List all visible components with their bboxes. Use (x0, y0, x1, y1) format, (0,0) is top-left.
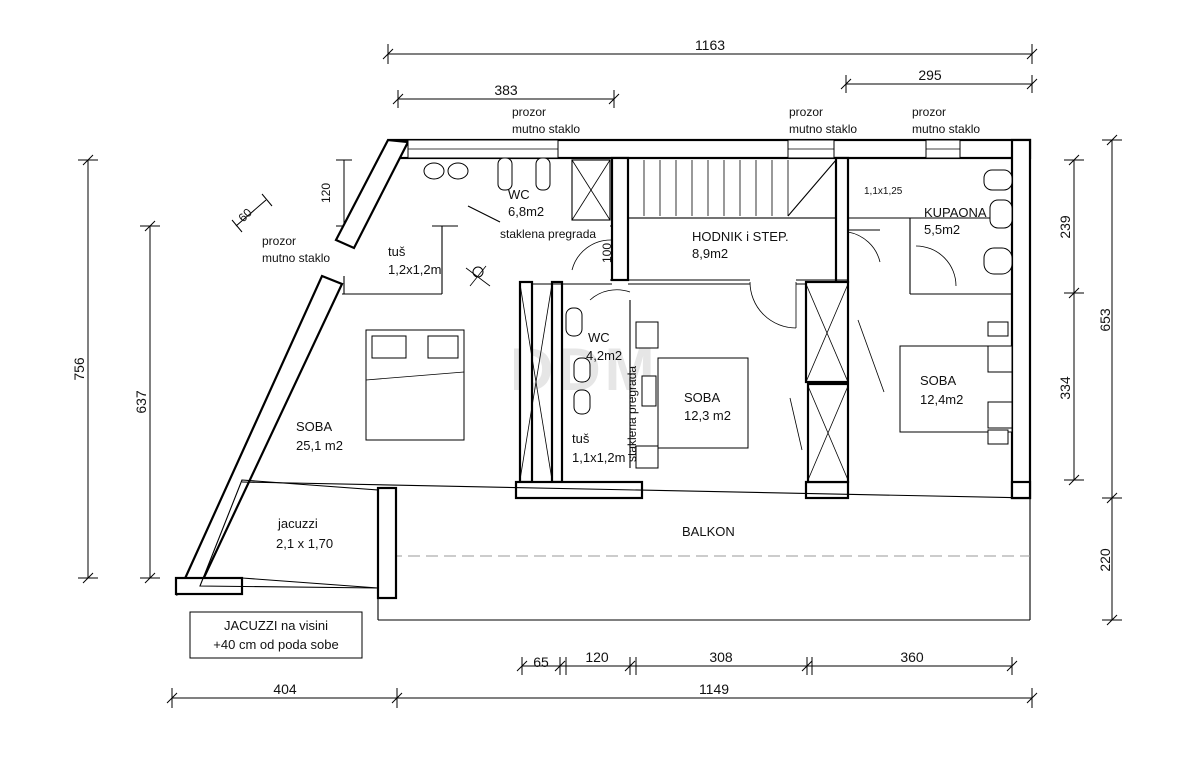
dim-top-left: 383 (494, 82, 518, 98)
window-label-wc1: prozor (512, 105, 546, 119)
room-wc1-glass: staklena pregrada (500, 227, 596, 241)
room-wc1-name: WC (508, 187, 530, 202)
window-labels: prozor mutno staklo prozor mutno staklo … (262, 105, 980, 265)
room-soba-right-area: 12,4m2 (920, 392, 963, 407)
room-wc1-area: 6,8m2 (508, 204, 544, 219)
walls (174, 138, 1032, 596)
dim-seg-120: 120 (585, 649, 609, 665)
room-wc2-name: WC (588, 330, 610, 345)
dim-seg-308: 308 (709, 649, 733, 665)
room-soba-mid-area: 12,3 m2 (684, 408, 731, 423)
dim-seg-65: 65 (533, 654, 549, 670)
dim-right-outer: 653 (1097, 308, 1113, 332)
jacuzzi-note: JACUZZI na visini +40 cm od poda sobe (189, 611, 363, 659)
dim-right-lower: 334 (1057, 376, 1073, 400)
dim-wall-100: 100 (600, 243, 614, 263)
window-label-wc1-glass: mutno staklo (512, 122, 580, 136)
room-tus2-size: 1,1x1,2m (572, 450, 625, 465)
room-tus1-name: tuš (388, 244, 406, 259)
room-balkon-name: BALKON (682, 524, 735, 539)
room-hodnik-area: 8,9m2 (692, 246, 728, 261)
dimension-lines (78, 44, 1122, 708)
dim-bottom-left: 404 (273, 681, 297, 697)
fixtures (343, 157, 1013, 481)
room-soba-mid-name: SOBA (684, 390, 720, 405)
dim-right-balcony: 220 (1097, 548, 1113, 572)
room-soba-big-name: SOBA (296, 419, 332, 434)
room-soba-right-name: SOBA (920, 373, 956, 388)
window-label-bath-glass: mutno staklo (912, 122, 980, 136)
dim-left-outer: 756 (71, 357, 87, 381)
room-labels: WC 6,8m2 staklena pregrada tuš 1,2x1,2m … (276, 186, 987, 551)
window-label-stair-glass: mutno staklo (789, 122, 857, 136)
note-line-2: +40 cm od poda sobe (213, 637, 338, 652)
dim-wall-60: 60 (235, 205, 255, 225)
window-label-stair: prozor (789, 105, 823, 119)
jacuzzi (199, 479, 379, 589)
window-label-bath: prozor (912, 105, 946, 119)
window-label-left-glass: mutno staklo (262, 251, 330, 265)
dim-seg-360: 360 (900, 649, 924, 665)
room-jacuzzi-size: 2,1 x 1,70 (276, 536, 333, 551)
room-wc2-glass: staklena pregrada (625, 366, 639, 462)
dimension-labels: 1163 383 295 756 637 120 60 653 239 334 … (71, 37, 1113, 697)
room-hodnik-name: HODNIK i STEP. (692, 229, 789, 244)
dim-wall-120: 120 (319, 183, 333, 203)
room-tus1-size: 1,2x1,2m (388, 262, 441, 277)
dim-bottom-total: 1149 (699, 681, 729, 697)
room-soba-big-area: 25,1 m2 (296, 438, 343, 453)
window-label-left: prozor (262, 234, 296, 248)
dim-right-upper: 239 (1057, 215, 1073, 239)
balcony (241, 481, 1031, 621)
room-tus2-name: tuš (572, 431, 590, 446)
room-kupaona-area: 5,5m2 (924, 222, 960, 237)
dim-left-inner: 637 (133, 390, 149, 414)
room-wc2-area: 4,2m2 (586, 348, 622, 363)
room-jacuzzi-name: jacuzzi (277, 516, 318, 531)
room-storage-size: 1,1x1,25 (864, 186, 903, 197)
dim-top-right: 295 (918, 67, 942, 83)
note-line-1: JACUZZI na visini (224, 618, 328, 633)
stairs (627, 157, 837, 219)
room-kupaona-name: KUPAONA (924, 205, 987, 220)
dim-top-total: 1163 (695, 37, 725, 53)
